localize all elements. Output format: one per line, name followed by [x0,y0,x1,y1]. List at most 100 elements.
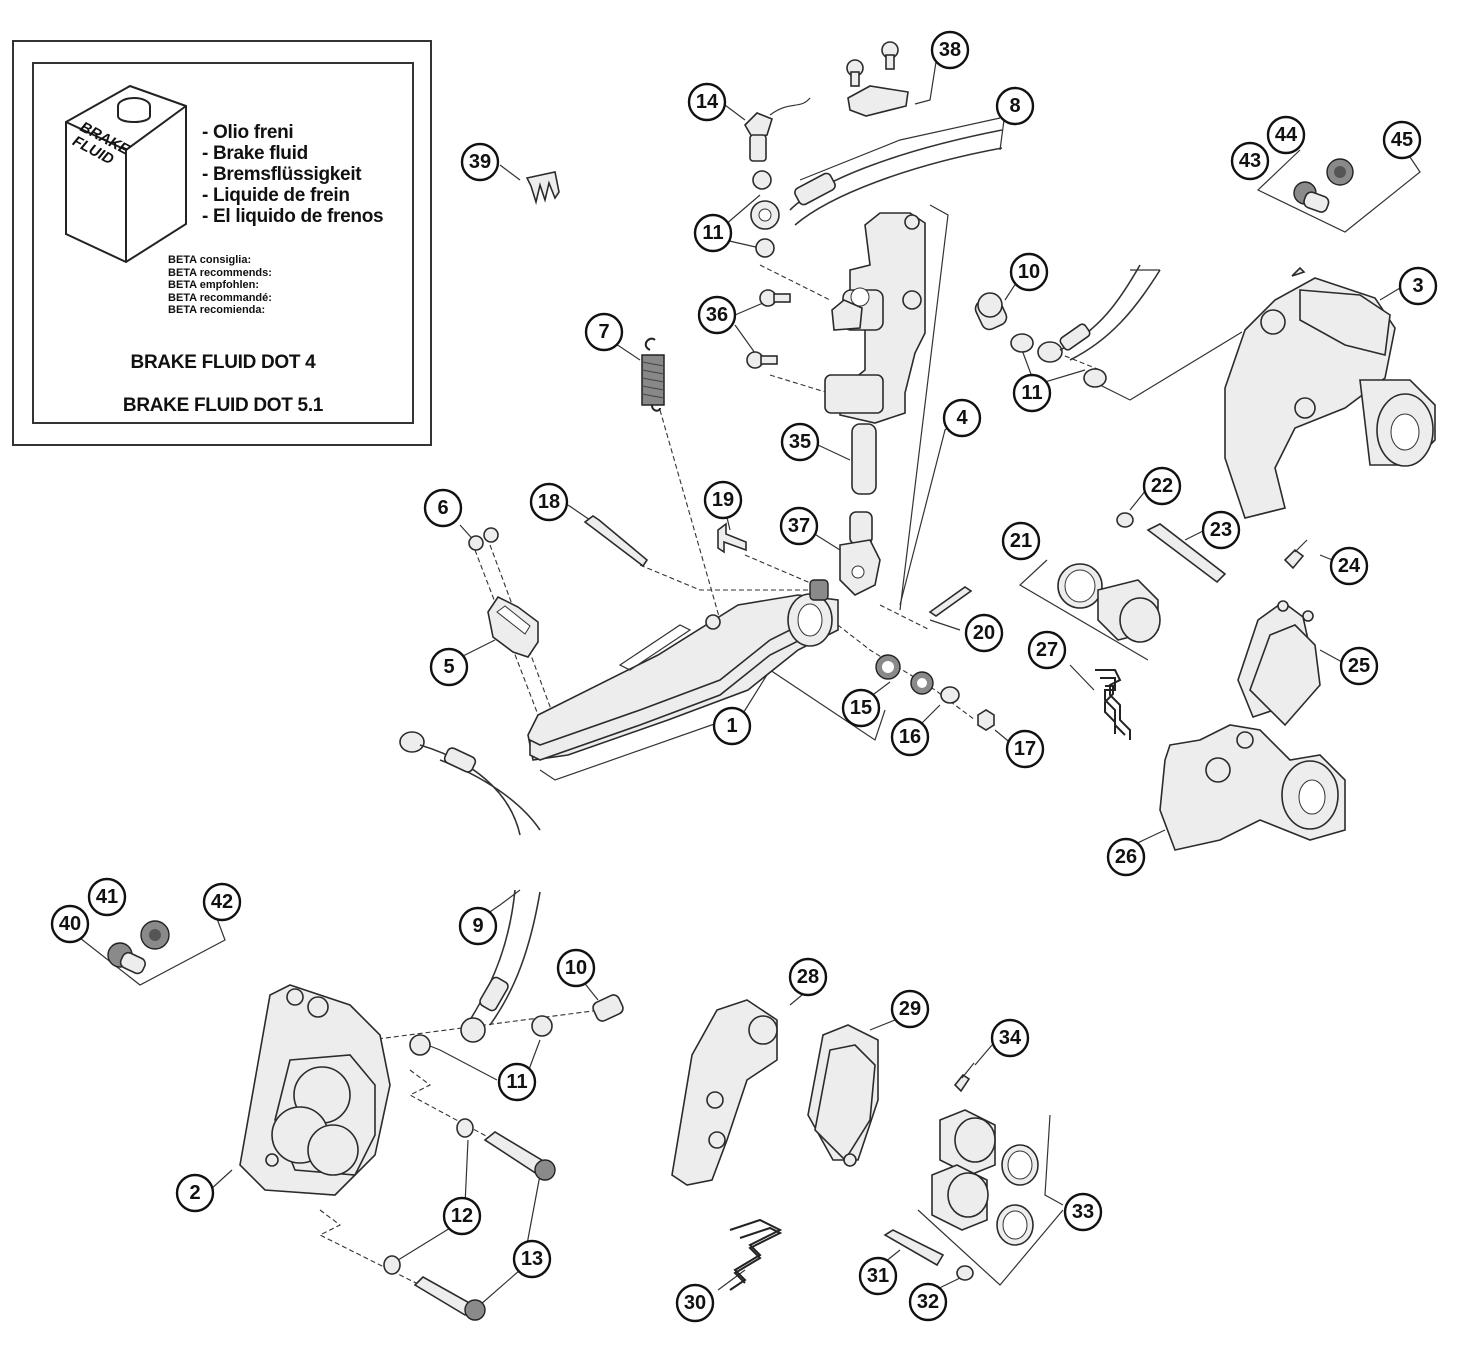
brake-hose-fragment [399,731,541,836]
callout-39-label: 39 [469,151,491,173]
callout-45: 45 [1382,120,1422,160]
callout-11-b-label: 11 [1021,382,1042,404]
callout-43: 43 [1230,141,1270,181]
recommend-it: BETA consiglia: [168,254,252,266]
callout-23: 23 [1201,510,1241,550]
callout-42-label: 42 [211,891,233,913]
callout-35-label: 35 [789,431,811,453]
reservoir-cap-38 [846,41,909,117]
callout-1-label: 1 [726,715,737,737]
rear-caliper-3 [1224,266,1436,519]
callout-16: 16 [890,717,930,757]
pistons-33 [931,1109,1039,1246]
callout-5-label: 5 [443,656,454,678]
callout-13-label: 13 [521,1248,543,1270]
callout-11-c: 11 [497,1062,537,1102]
callout-43-label: 43 [1239,150,1261,172]
bleeder-caps-43-44 [1293,158,1354,213]
callout-36-label: 36 [706,304,728,326]
callout-24-label: 24 [1338,555,1361,577]
callout-2-label: 2 [189,1182,200,1204]
cotter-pin-20 [928,586,973,617]
callout-2: 2 [175,1173,215,1213]
fluid-name-en: - Brake fluid [202,143,308,164]
callout-16-label: 16 [899,726,921,748]
callout-33-label: 33 [1072,1201,1094,1223]
callout-9-label: 9 [472,915,483,937]
callout-32-label: 32 [917,1291,939,1313]
callout-30: 30 [675,1283,715,1323]
brake-hose-9 [460,889,541,1043]
pin-plug-31-32-34 [883,1062,975,1281]
callout-45-label: 45 [1391,129,1413,151]
callout-41-label: 41 [96,886,118,908]
beta-recommends-list: BETA consiglia: BETA recommends: BETA em… [168,254,272,317]
spring-7 [641,337,665,412]
callout-15: 15 [841,688,881,728]
callout-4-label: 4 [956,407,968,429]
callout-32: 32 [908,1282,948,1322]
callout-12-label: 12 [451,1205,473,1227]
callout-30-label: 30 [684,1292,706,1314]
pushrod-35 [849,423,877,545]
recommend-es: BETA recomienda: [168,304,266,316]
callout-27: 27 [1027,630,1067,670]
callout-17-label: 17 [1014,738,1036,760]
brake-pads-29 [807,1024,879,1167]
callout-10-front: 10 [556,948,596,988]
pad-spring-27 [1095,669,1131,740]
fluid-name-es: - El liquido de frenos [202,206,384,227]
callout-37: 37 [779,506,819,546]
fluid-spec-dot4: BRAKE FLUID DOT 4 [130,352,316,373]
callout-10-top-label: 10 [1018,261,1040,283]
pad-spring-30 [729,1218,783,1291]
callout-17: 17 [1005,729,1045,769]
callout-44-label: 44 [1275,124,1298,146]
brake-fluid-info-inner: BRAKE FLUID - Olio freni - Brake fluid -… [32,62,414,424]
callout-36: 36 [697,295,737,335]
callout-24: 24 [1329,546,1369,586]
brake-fluid-names: - Olio freni - Brake fluid - Bremsflüssi… [202,122,384,227]
front-caliper-2 [239,984,391,1196]
callout-6-label: 6 [437,497,448,519]
bolts-36 [746,289,791,369]
callout-21-label: 21 [1010,530,1032,552]
recommend-fr: BETA recommandé: [168,291,272,304]
callout-39: 39 [460,142,500,182]
callout-29-label: 29 [899,998,921,1020]
callout-19: 19 [703,480,743,520]
callout-20: 20 [964,613,1004,653]
callout-8-label: 8 [1009,95,1020,117]
callout-3-label: 3 [1412,275,1423,297]
callout-26-label: 26 [1115,846,1137,868]
callout-19-label: 19 [712,489,734,511]
callout-5: 5 [429,647,469,687]
callout-22: 22 [1142,466,1182,506]
callout-20-label: 20 [973,622,995,644]
pistons-21 [1057,563,1161,643]
brake-fluid-can-icon [65,84,187,264]
callout-34-label: 34 [999,1027,1022,1049]
banjo-bolt-10-front [592,994,624,1022]
fluid-spec-dot51: BRAKE FLUID DOT 5.1 [122,395,324,416]
banjo-bolt-10-top [974,292,1008,331]
callout-38: 38 [930,30,970,70]
brake-hose-8 [750,129,1003,258]
callout-27-label: 27 [1036,639,1058,661]
callout-22-label: 22 [1151,475,1173,497]
fluid-name-de: - Bremsflüssigkeit [202,164,362,185]
clip-19 [717,522,747,554]
callout-25: 25 [1339,646,1379,686]
callout-37-label: 37 [788,515,810,537]
callout-13: 13 [512,1239,552,1279]
callout-15-label: 15 [850,697,872,719]
callout-25-label: 25 [1348,655,1370,677]
callout-7-label: 7 [598,321,609,343]
brake-pads-25 [1237,600,1321,727]
callout-40-label: 40 [59,913,81,935]
callout-44: 44 [1266,115,1306,155]
clevis-37 [839,539,881,596]
callout-7: 7 [584,312,624,352]
callout-6: 6 [423,488,463,528]
